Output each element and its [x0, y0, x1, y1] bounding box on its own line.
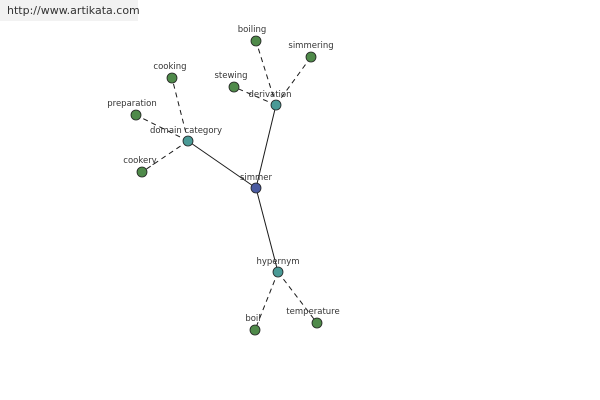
term-node-label: boil	[245, 314, 260, 324]
term-node-label: cooking	[153, 62, 186, 72]
relation-node-dot[interactable]	[272, 266, 284, 278]
node-simmer[interactable]: simmer	[240, 173, 273, 194]
term-node-label: temperature	[286, 307, 339, 317]
term-node-dot[interactable]	[166, 72, 178, 84]
edge-domain-category-cookery	[141, 140, 189, 173]
term-node-label: boiling	[238, 25, 266, 35]
node-cooking[interactable]: cooking	[153, 62, 187, 84]
term-node-label: cookery	[123, 156, 156, 166]
node-boiling[interactable]: boiling	[238, 25, 266, 47]
relation-node-dot[interactable]	[270, 99, 282, 111]
edge-domain-category-cooking	[171, 77, 189, 142]
watermark-banner: http://www.artikata.com	[0, 0, 140, 21]
node-simmering[interactable]: simmering	[288, 41, 334, 63]
node-domain-category[interactable]: domain category	[150, 126, 222, 147]
edge-derivation-simmering	[275, 56, 312, 106]
relation-node-label: hypernym	[256, 257, 299, 267]
node-hypernym[interactable]: hypernym	[256, 257, 300, 278]
term-node-dot[interactable]	[305, 51, 317, 63]
edge-derivation-stewing	[233, 86, 277, 106]
term-node-label: preparation	[107, 99, 157, 109]
node-cookery[interactable]: cookery	[123, 156, 157, 178]
term-node-dot[interactable]	[228, 81, 240, 93]
node-derivation[interactable]: derivation	[248, 90, 292, 111]
edge-simmer-hypernym	[255, 187, 279, 273]
node-temperature[interactable]: temperature	[286, 307, 340, 329]
center-node-label: simmer	[240, 173, 273, 183]
term-node-label: stewing	[214, 71, 247, 81]
relation-node-dot[interactable]	[182, 135, 194, 147]
edge-derivation-boiling	[255, 40, 277, 106]
center-node-dot[interactable]	[250, 182, 262, 194]
term-node-dot[interactable]	[136, 166, 148, 178]
edge-simmer-derivation	[255, 104, 277, 189]
term-node-dot[interactable]	[311, 317, 323, 329]
term-node-dot[interactable]	[130, 109, 142, 121]
term-node-dot[interactable]	[249, 324, 261, 336]
node-boil[interactable]: boil	[245, 314, 261, 336]
node-stewing[interactable]: stewing	[214, 71, 248, 93]
term-node-dot[interactable]	[250, 35, 262, 47]
edge-hypernym-boil	[254, 271, 279, 331]
watermark-url[interactable]: http://www.artikata.com	[7, 4, 140, 17]
edge-hypernym-temperature	[277, 271, 318, 324]
node-preparation[interactable]: preparation	[107, 99, 157, 121]
edge-simmer-domain-category	[187, 140, 257, 189]
term-node-label: simmering	[288, 41, 333, 51]
relation-node-label: domain category	[150, 126, 222, 136]
graph-nodes: boiling simmering stewing cooking preparatio…	[107, 25, 340, 336]
relation-node-label: derivation	[248, 90, 291, 100]
edge-domain-category-preparation	[135, 114, 189, 142]
graph-edges	[135, 40, 318, 331]
